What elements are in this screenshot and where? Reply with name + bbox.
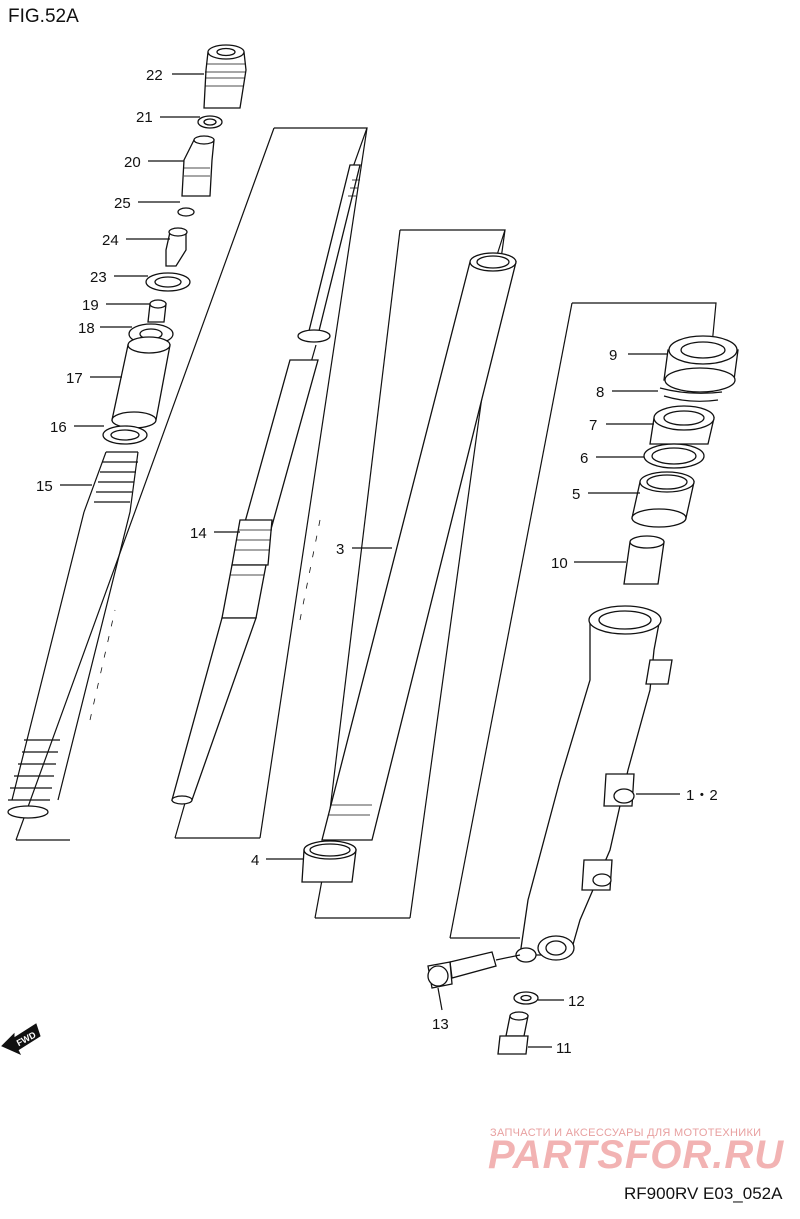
- figure-title: FIG.52A: [8, 6, 79, 27]
- part-23-washer: [145, 272, 191, 292]
- part-9-dust-seal: [663, 335, 739, 393]
- part-16-washer: [102, 425, 148, 445]
- part-13-axle-pinch-bolt: [427, 951, 497, 989]
- part-6-seal-spacer: [643, 443, 705, 469]
- watermark: ЗАПЧАСТИ И АКСЕССУАРЫ ДЛЯ МОТОТЕХНИКИ PA…: [488, 1127, 784, 1177]
- callout-25: 25: [114, 195, 131, 212]
- callout-9: 9: [609, 347, 617, 364]
- callout-4: 4: [251, 852, 259, 869]
- part-14-damper-rod: [171, 164, 361, 805]
- leader-lines: [60, 73, 680, 1048]
- group-frame-outer-tube: [449, 302, 717, 939]
- part-21-o-ring: [197, 115, 223, 129]
- callout-10: 10: [551, 555, 568, 572]
- callout-18: 18: [78, 320, 95, 337]
- callout-19: 19: [82, 297, 99, 314]
- callout-labels: 22 21 20 25 24 23 19 18 17 16 15 14 3 4 …: [36, 67, 718, 1057]
- callout-5: 5: [572, 486, 580, 503]
- callout-8: 8: [596, 384, 604, 401]
- watermark-tagline: ЗАПЧАСТИ И АКСЕССУАРЫ ДЛЯ МОТОТЕХНИКИ: [490, 1127, 761, 1139]
- part-15-fork-spring: [7, 451, 139, 819]
- part-3-inner-tube: [321, 252, 517, 841]
- callout-11: 11: [556, 1040, 572, 1057]
- callout-24: 24: [102, 232, 119, 249]
- callout-3: 3: [336, 541, 344, 558]
- part-11-damper-rod-bolt: [497, 1011, 529, 1055]
- figure-code: RF900RV E03_052A: [624, 1184, 783, 1203]
- watermark-brand: PARTSFOR.RU: [488, 1133, 784, 1177]
- part-7-oil-seal: [649, 405, 715, 445]
- part-25-washer: [177, 207, 195, 217]
- part-1-2-outer-tube: [515, 605, 673, 963]
- callout-20: 20: [124, 154, 141, 171]
- part-20-adjuster: [181, 135, 215, 197]
- callout-23: 23: [90, 269, 107, 286]
- part-24-rod-guide: [165, 227, 188, 267]
- callout-1-2: 1・2: [686, 787, 718, 804]
- callout-14: 14: [190, 525, 207, 542]
- callout-16: 16: [50, 419, 67, 436]
- callout-22: 22: [146, 67, 163, 84]
- callout-13: 13: [432, 1016, 449, 1033]
- fwd-arrow-icon: FWD: [1, 1023, 41, 1056]
- part-8-stopper-ring: [659, 387, 723, 402]
- part-4-slide-bushing: [301, 840, 357, 883]
- callout-15: 15: [36, 478, 53, 495]
- callout-12: 12: [568, 993, 585, 1010]
- callout-21: 21: [136, 109, 153, 126]
- part-12-gasket: [513, 991, 539, 1005]
- callout-7: 7: [589, 417, 597, 434]
- part-19-collar: [147, 299, 167, 323]
- callout-17: 17: [66, 370, 83, 387]
- part-5-guide-bushing: [631, 471, 695, 528]
- callout-6: 6: [580, 450, 588, 467]
- part-10-oil-lock-piece: [623, 535, 665, 585]
- assembly-axis-lines: [89, 519, 541, 956]
- part-17-spacer: [111, 336, 171, 429]
- part-22-cap-bolt: [203, 44, 247, 109]
